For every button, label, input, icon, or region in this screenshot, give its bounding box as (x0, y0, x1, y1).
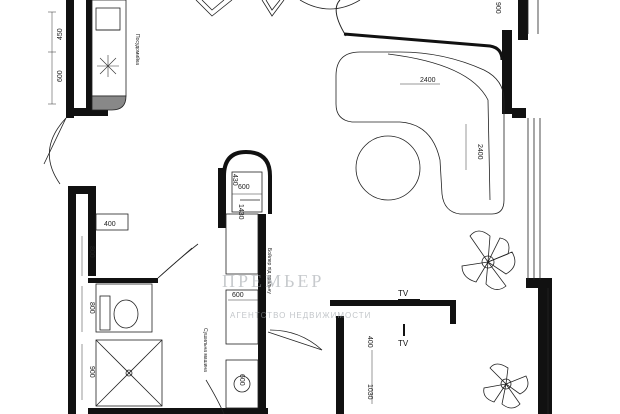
hob-icon (97, 55, 119, 77)
dimension-lines (48, 11, 467, 404)
wall-left-lower-b (68, 186, 94, 194)
dim-400-br: 400 (366, 336, 373, 348)
dim-900-tr: 900 (494, 2, 501, 14)
dryer-drum (233, 375, 251, 393)
wall-left-lower (68, 188, 76, 414)
shower-tray (95, 339, 163, 407)
dim-900-l: 900 (88, 366, 95, 378)
wall-right-lower (526, 278, 548, 288)
entry-door-swing (48, 117, 67, 185)
label-kitchen-rail: Посудомийка (134, 34, 141, 65)
wall-center (258, 214, 266, 414)
plant-icon (461, 230, 516, 290)
dim-1430: 1430 (237, 204, 244, 220)
cabinet-center (225, 213, 259, 275)
toilet-bowl (113, 299, 139, 329)
wall-bath-divider (88, 278, 158, 283)
wall-bottom-mid (336, 316, 344, 414)
corridor-door-swing (269, 329, 323, 351)
curved-niche-wall (343, 32, 504, 61)
sink (95, 7, 121, 31)
dim-2400-h: 2400 (420, 77, 436, 84)
wall-left-top (66, 0, 74, 118)
chair-top-2 (261, 0, 285, 17)
entry-door-leaf (43, 117, 67, 165)
tv-label-1: TV (398, 289, 409, 298)
wardrobe-box (231, 171, 263, 213)
dim-450: 450 (57, 28, 64, 40)
label-boiler: Бойлер під пральну (266, 248, 273, 294)
dim-2400-v: 2400 (476, 144, 483, 160)
dim-1030: 1030 (366, 384, 373, 400)
coffee-table (355, 135, 421, 201)
tv-label-2: TV (398, 339, 409, 348)
dim-600-b: 600 (238, 374, 245, 386)
wardrobe-arch (222, 149, 272, 228)
dim-600-m: 600 (232, 292, 244, 299)
kitchen-counter (91, 0, 127, 97)
wall-kitchen (86, 0, 92, 112)
toilet-tank (99, 295, 111, 331)
curved-niche (335, 0, 347, 37)
dim-600-c: 600 (238, 184, 250, 191)
dim-400: 400 (104, 221, 116, 228)
plant-icon-2 (483, 363, 529, 409)
label-washer: Сушильна машина (202, 328, 208, 372)
storage-400 (95, 213, 129, 231)
watermark-sub: АГЕНТСТВО НЕДВИЖИМОСТИ (230, 311, 371, 320)
wall-right-upper (502, 30, 512, 114)
wall-left-lower-c (88, 186, 96, 276)
walls (66, 0, 552, 414)
dim-800-b: 800 (88, 302, 95, 314)
wall-tv-partition (330, 300, 456, 306)
chair-top-1 (195, 0, 233, 17)
wall-right-upper-b (512, 108, 526, 118)
table-curve-top (299, 0, 361, 10)
washer-box (225, 289, 259, 345)
shower-drain (125, 369, 133, 377)
wall-center-top (218, 168, 224, 228)
wall-right-top (518, 0, 528, 40)
toilet-box (95, 283, 153, 333)
corridor-door-leaf (267, 331, 323, 351)
wall-right-lower-b (538, 278, 552, 414)
sofa-inner (387, 53, 491, 201)
dim-430: 430 (231, 174, 238, 186)
dryer-box (225, 359, 259, 409)
wall-bath-lower (88, 408, 268, 414)
dim-600-top: 600 (57, 70, 64, 82)
sofa (335, 51, 505, 215)
watermark-name: ПРЕМЬЕР (222, 271, 324, 291)
kitchen-corner (91, 95, 127, 111)
lower-door-swing (205, 379, 225, 414)
shower-diag-2 (95, 339, 163, 407)
bath-door-leaf (157, 247, 193, 279)
wall-tv-partition-b (450, 300, 456, 324)
dim-800-a: 800 (88, 246, 95, 258)
